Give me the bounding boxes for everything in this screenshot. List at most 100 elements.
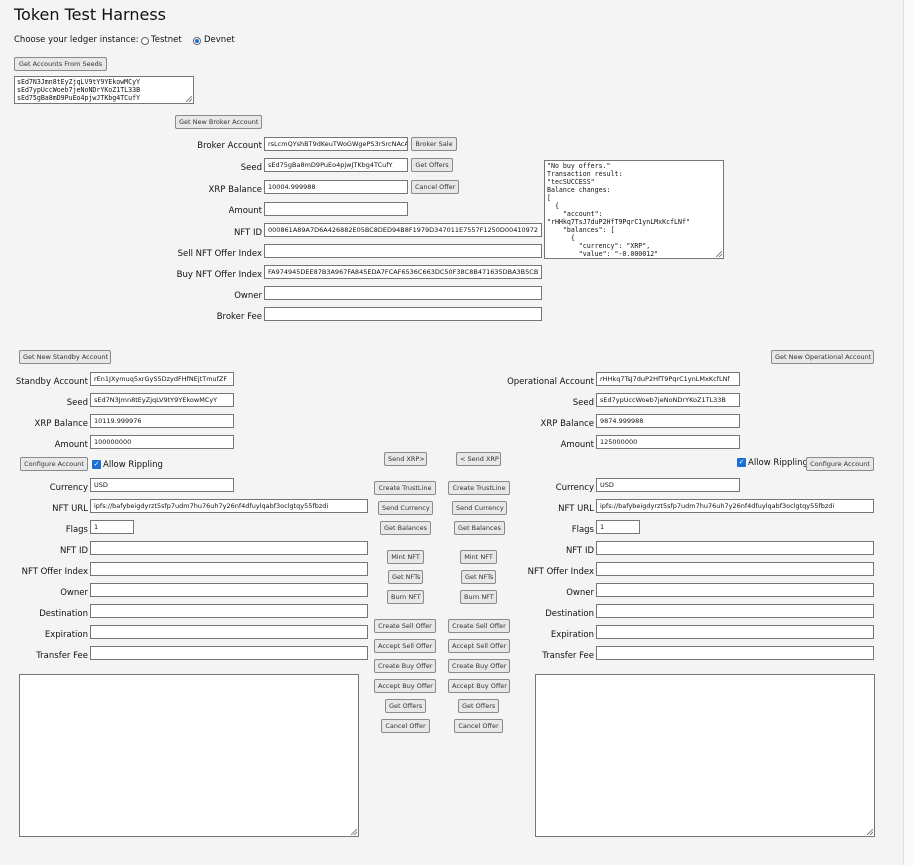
operational-get-balances-button[interactable]: Get Balances	[454, 521, 505, 535]
standby-owner-label: Owner	[60, 588, 88, 598]
broker-sale-button[interactable]: Broker Sale	[411, 137, 457, 151]
radio-testnet[interactable]	[141, 37, 149, 45]
operational-nft-id-input[interactable]	[596, 541, 874, 555]
operational-expiration-input[interactable]	[596, 625, 874, 639]
operational-destination-input[interactable]	[596, 604, 874, 618]
broker-seed-input[interactable]: sEd75gBa8mD9PuEo4pjwJTKbg4TCufY	[264, 158, 408, 172]
operational-mint-nft-button[interactable]: Mint NFT	[460, 550, 497, 564]
resize-grip-icon[interactable]	[351, 829, 357, 835]
standby-get-offers-button[interactable]: Get Offers	[385, 699, 426, 713]
operational-send-currency-button[interactable]: Send Currency	[452, 501, 507, 515]
broker-buy-offer-input[interactable]: FA974945DEE87B3A967FA845EDA7FCAF6536C663…	[264, 265, 542, 279]
operational-get-nfts-button[interactable]: Get NFTs	[461, 570, 496, 584]
standby-result-textarea[interactable]	[19, 674, 359, 837]
operational-result-textarea[interactable]	[535, 674, 875, 837]
standby-get-nfts-button[interactable]: Get NFTs	[388, 570, 423, 584]
operational-amount-input[interactable]: 125000000	[596, 435, 740, 449]
operational-accept-sell-offer-button[interactable]: Accept Sell Offer	[448, 639, 510, 653]
operational-create-buy-offer-button[interactable]: Create Buy Offer	[448, 659, 510, 673]
standby-nft-url-input[interactable]: ipfs://bafybeigdyrzt5sfp7udm7hu76uh7y26n…	[90, 499, 368, 513]
operational-account-input[interactable]: rHHkq7TsJ7duP2HfT9PqrC1ynLMxKcfLNf	[596, 372, 740, 386]
standby-transfer-fee-input[interactable]	[90, 646, 368, 660]
broker-fee-label: Broker Fee	[216, 312, 262, 322]
broker-owner-label: Owner	[234, 291, 262, 301]
operational-configure-account-button[interactable]: Configure Account	[806, 457, 874, 471]
operational-transfer-fee-label: Transfer Fee	[542, 651, 594, 661]
standby-transfer-fee-label: Transfer Fee	[36, 651, 88, 661]
broker-get-offers-button[interactable]: Get Offers	[411, 158, 453, 172]
resize-grip-icon[interactable]	[716, 251, 722, 257]
radio-devnet-label: Devnet	[204, 35, 235, 45]
standby-expiration-label: Expiration	[44, 630, 88, 640]
operational-balance-label: XRP Balance	[540, 419, 594, 429]
get-accounts-from-seeds-button[interactable]: Get Accounts From Seeds	[14, 57, 107, 71]
radio-testnet-label: Testnet	[151, 35, 182, 45]
send-xrp-to-operational-button[interactable]: Send XRP>	[384, 452, 427, 466]
standby-balance-label: XRP Balance	[34, 419, 88, 429]
operational-get-offers-button[interactable]: Get Offers	[458, 699, 499, 713]
standby-create-trustline-button[interactable]: Create TrustLine	[374, 481, 436, 495]
broker-cancel-offer-button[interactable]: Cancel Offer	[411, 180, 459, 194]
operational-currency-input[interactable]: USD	[596, 478, 740, 492]
standby-nft-id-label: NFT ID	[59, 546, 88, 556]
standby-currency-input[interactable]: USD	[90, 478, 234, 492]
operational-seed-input[interactable]: sEd7ypUccWoeb7jeNoNDrYKoZ1TL33B	[596, 393, 740, 407]
operational-offer-index-input[interactable]	[596, 562, 874, 576]
send-xrp-to-standby-button[interactable]: < Send XRP	[456, 452, 501, 466]
operational-nft-url-input[interactable]: ipfs://bafybeigdyrzt5sfp7udm7hu76uh7y26n…	[596, 499, 874, 513]
operational-flags-input[interactable]: 1	[596, 520, 640, 534]
seeds-textarea[interactable]: sEd7N3Jmn8tEyZjqLV9tY9YEkowMCyY sEd7ypUc…	[14, 76, 194, 104]
standby-mint-nft-button[interactable]: Mint NFT	[387, 550, 424, 564]
standby-accept-buy-offer-button[interactable]: Accept Buy Offer	[374, 679, 436, 693]
standby-accept-sell-offer-button[interactable]: Accept Sell Offer	[374, 639, 436, 653]
operational-burn-nft-button[interactable]: Burn NFT	[460, 590, 497, 604]
resize-grip-icon[interactable]	[186, 96, 192, 102]
standby-balance-input[interactable]: 10119.999976	[90, 414, 234, 428]
broker-balance-input[interactable]: 10004.999988	[264, 180, 408, 194]
standby-allow-rippling-checkbox[interactable]: ✓	[92, 460, 101, 469]
operational-transfer-fee-input[interactable]	[596, 646, 874, 660]
page-title: Token Test Harness	[14, 5, 166, 24]
standby-offer-index-input[interactable]	[90, 562, 368, 576]
standby-amount-input[interactable]: 100000000	[90, 435, 234, 449]
broker-result-textarea[interactable]: "No buy offers." Transaction result: "te…	[544, 160, 724, 259]
standby-nft-id-input[interactable]	[90, 541, 368, 555]
standby-create-sell-offer-button[interactable]: Create Sell Offer	[374, 619, 436, 633]
standby-get-balances-button[interactable]: Get Balances	[380, 521, 431, 535]
standby-cancel-offer-button[interactable]: Cancel Offer	[381, 719, 430, 733]
operational-balance-input[interactable]: 9874.999988	[596, 414, 740, 428]
standby-account-label: Standby Account	[15, 377, 88, 387]
operational-nft-id-label: NFT ID	[565, 546, 594, 556]
operational-cancel-offer-button[interactable]: Cancel Offer	[454, 719, 503, 733]
standby-burn-nft-button[interactable]: Burn NFT	[387, 590, 424, 604]
operational-create-sell-offer-button[interactable]: Create Sell Offer	[448, 619, 510, 633]
standby-create-buy-offer-button[interactable]: Create Buy Offer	[374, 659, 436, 673]
broker-amount-input[interactable]	[264, 202, 408, 216]
operational-owner-input[interactable]	[596, 583, 874, 597]
page-scrollbar[interactable]	[903, 0, 914, 865]
broker-seed-label: Seed	[240, 163, 262, 173]
standby-account-input[interactable]: rEn1JXymuq5xrGyS5DzydFHfNEjtTmufZF	[90, 372, 234, 386]
radio-devnet[interactable]	[193, 37, 201, 45]
operational-create-trustline-button[interactable]: Create TrustLine	[448, 481, 510, 495]
get-new-standby-account-button[interactable]: Get New Standby Account	[19, 350, 111, 364]
standby-destination-label: Destination	[39, 609, 88, 619]
standby-expiration-input[interactable]	[90, 625, 368, 639]
broker-owner-input[interactable]	[264, 286, 542, 300]
standby-seed-input[interactable]: sEd7N3Jmn8tEyZjqLV9tY9YEkowMCyY	[90, 393, 234, 407]
operational-accept-buy-offer-button[interactable]: Accept Buy Offer	[448, 679, 510, 693]
standby-destination-input[interactable]	[90, 604, 368, 618]
standby-owner-input[interactable]	[90, 583, 368, 597]
standby-offer-index-label: NFT Offer Index	[21, 567, 88, 577]
broker-account-input[interactable]: rsLcmQYshBT9dKeuTWoGWgePS3rSrcNAcA	[264, 137, 408, 151]
broker-sell-offer-input[interactable]	[264, 244, 542, 258]
standby-configure-account-button[interactable]: Configure Account	[20, 457, 88, 471]
broker-fee-input[interactable]	[264, 307, 542, 321]
operational-allow-rippling-checkbox[interactable]: ✓	[737, 458, 746, 467]
broker-nft-id-input[interactable]: 000861A89A7D6A426882E05BC8DED94B8F1979D3…	[264, 223, 542, 237]
get-new-broker-account-button[interactable]: Get New Broker Account	[175, 115, 262, 129]
standby-send-currency-button[interactable]: Send Currency	[378, 501, 433, 515]
standby-flags-input[interactable]: 1	[90, 520, 134, 534]
get-new-operational-account-button[interactable]: Get New Operational Account	[771, 350, 874, 364]
resize-grip-icon[interactable]	[867, 829, 873, 835]
